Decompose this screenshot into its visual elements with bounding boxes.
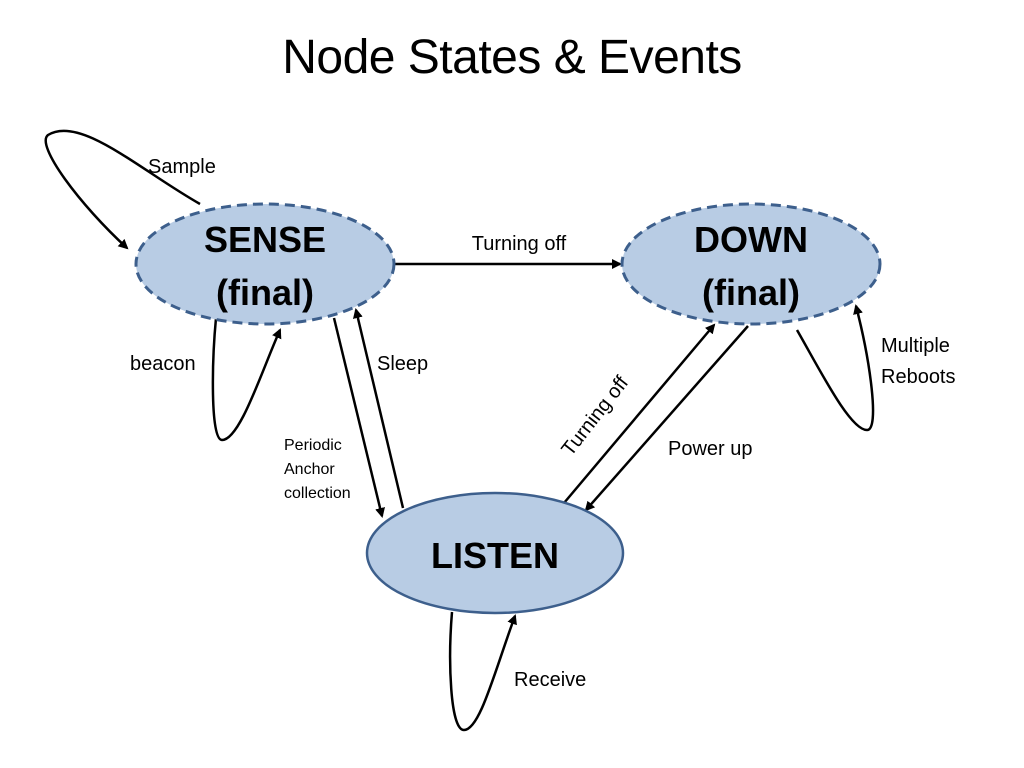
edge-listen-self	[448, 611, 517, 732]
label-turning-off-diagonal: Turning off	[558, 372, 634, 460]
page-title: Node States & Events	[282, 31, 742, 84]
label-periodic: Periodic	[284, 437, 342, 454]
label-sleep: Sleep	[377, 353, 428, 375]
edge-listen-to-down	[563, 323, 716, 504]
edge-sense-self-sample	[44, 129, 201, 250]
label-receive: Receive	[514, 669, 586, 691]
state-listen-shape[interactable]	[365, 491, 625, 615]
state-listen-label: LISTEN	[431, 535, 559, 576]
state-down[interactable]: DOWN (final)	[620, 202, 882, 326]
state-sense-label: SENSE	[204, 219, 326, 260]
label-reboots: Reboots	[881, 366, 956, 388]
label-sample: Sample	[148, 156, 216, 178]
edge-down-to-listen	[584, 325, 749, 512]
label-anchor: Anchor	[284, 461, 335, 478]
label-collection: collection	[284, 485, 351, 502]
state-sense-sublabel: (final)	[216, 272, 314, 313]
edge-sense-self-beacon	[211, 317, 282, 442]
label-beacon: beacon	[130, 353, 196, 375]
edge-listen-to-sense	[352, 308, 405, 509]
label-turning-off-top: Turning off	[472, 233, 567, 255]
edge-down-self	[795, 304, 875, 432]
edges	[44, 129, 875, 732]
state-sense[interactable]: SENSE (final)	[134, 202, 396, 326]
label-power-up: Power up	[668, 438, 753, 460]
state-sense-shape[interactable]	[134, 202, 396, 326]
state-down-label: DOWN	[694, 219, 808, 260]
state-down-shape[interactable]	[620, 202, 882, 326]
state-down-sublabel: (final)	[702, 272, 800, 313]
edge-labels: Sample beacon Turning off Sleep Periodic…	[130, 156, 956, 691]
edge-sense-to-listen	[332, 317, 385, 518]
label-multiple: Multiple	[881, 335, 950, 357]
state-listen[interactable]: LISTEN	[365, 491, 625, 615]
